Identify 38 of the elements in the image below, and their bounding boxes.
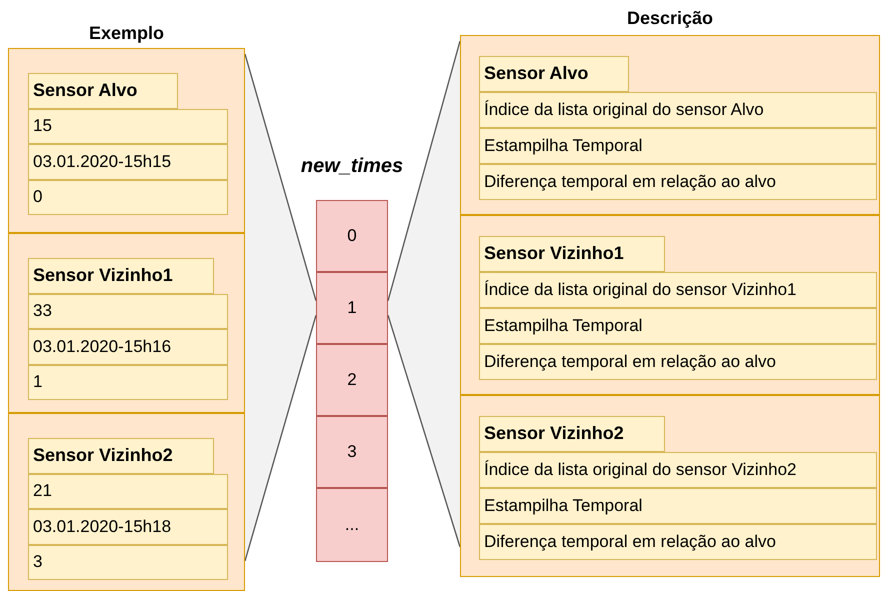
table-row: 0: [28, 180, 228, 215]
connector-line: [244, 54, 317, 301]
table-row: Índice da lista original do sensor Alvo: [479, 92, 877, 128]
table-header-tab: Sensor Alvo: [479, 56, 630, 92]
table-row: 3: [28, 544, 228, 580]
array-cell: 0: [316, 200, 388, 272]
table-row: 15: [28, 108, 228, 144]
table-header-tab: Sensor Vizinho1: [479, 236, 665, 272]
table-row: Diferença temporal em relação ao alvo: [479, 164, 877, 200]
connector-line: [387, 315, 461, 548]
table-header-tab: Sensor Vizinho2: [28, 438, 214, 474]
array-title: new_times: [300, 154, 404, 179]
array-cell: 3: [316, 416, 388, 488]
record-panel: [460, 215, 880, 395]
table-row: 21: [28, 474, 228, 509]
array-cell: ...: [316, 488, 388, 562]
table-row: Índice da lista original do sensor Vizinho1: [479, 272, 877, 308]
table-row: Estampilha Temporal: [479, 128, 877, 164]
table-header-tab: Sensor Vizinho1: [28, 258, 214, 294]
connector-line: [387, 40, 461, 301]
connector-line: [244, 315, 317, 562]
table-row: 03.01.2020-15h18: [28, 509, 228, 544]
table-header-tab: Sensor Vizinho2: [479, 416, 665, 452]
table-row: Diferença temporal em relação ao alvo: [479, 524, 877, 560]
table-row: 03.01.2020-15h16: [28, 329, 228, 364]
array-cell: 2: [316, 344, 388, 416]
table-row: Estampilha Temporal: [479, 488, 877, 524]
array-cell: 1: [316, 272, 388, 344]
table-row: Diferença temporal em relação ao alvo: [479, 344, 877, 380]
record-panel: [8, 233, 245, 413]
panel-title: Descrição: [626, 7, 714, 30]
panel-title: Exemplo: [88, 22, 166, 45]
table-header-tab: Sensor Alvo: [28, 73, 178, 108]
table-row: Índice da lista original do sensor Vizinho2: [479, 452, 877, 488]
table-row: 33: [28, 294, 228, 329]
table-row: 1: [28, 364, 228, 400]
table-row: 03.01.2020-15h15: [28, 144, 228, 180]
table-row: Estampilha Temporal: [479, 308, 877, 344]
